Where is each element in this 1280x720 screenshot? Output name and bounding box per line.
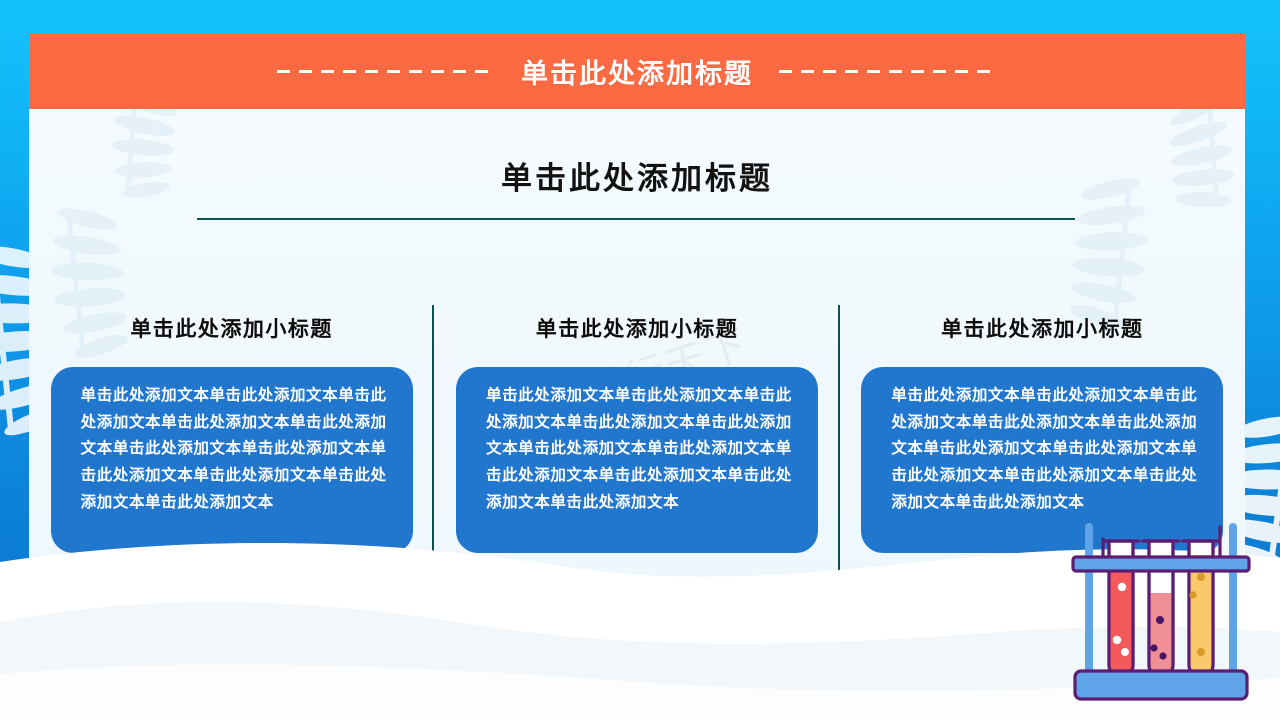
column-heading: 单击此处添加小标题	[130, 318, 333, 341]
header-bar: 单击此处添加标题	[29, 33, 1245, 109]
header-title: 单击此处添加标题	[521, 58, 753, 89]
column-1: 单击此处添加小标题 单击此处添加文本单击此处添加文本单击此处添加文本单击此处添加…	[29, 283, 435, 573]
column-heading: 单击此处添加小标题	[941, 318, 1144, 341]
column-heading: 单击此处添加小标题	[535, 318, 739, 341]
column-3: 单击此处添加小标题 单击此处添加文本单击此处添加文本单击此处添加文本单击此处添加…	[840, 283, 1245, 573]
column-body-box[interactable]: 单击此处添加文本单击此处添加文本单击此处添加文本单击此处添加文本单击此处添加文本…	[455, 367, 818, 553]
column-2: 单击此处添加小标题 单击此处添加文本单击此处添加文本单击此处添加文本单击此处添加…	[434, 283, 840, 573]
dashed-rule-left-icon	[277, 69, 495, 73]
column-divider-1	[432, 305, 435, 570]
test-tube-rack-illustration	[1071, 523, 1251, 701]
column-body-box[interactable]: 单击此处添加文本单击此处添加文本单击此处添加文本单击此处添加文本单击此处添加文本…	[50, 367, 413, 553]
column-body-box[interactable]: 单击此处添加文本单击此处添加文本单击此处添加文本单击此处添加文本单击此处添加文本…	[861, 367, 1224, 553]
title-underline	[197, 218, 1075, 220]
column-divider-2	[837, 305, 840, 570]
dashed-rule-right-icon	[779, 69, 997, 73]
columns-container: 单击此处添加小标题 单击此处添加文本单击此处添加文本单击此处添加文本单击此处添加…	[29, 283, 1245, 573]
content-panel: 单击此处添加标题 单击此处添加标题 图行天下 单击此处添加小标题 单击此处添加文…	[29, 33, 1245, 627]
page-title: 单击此处添加标题	[501, 161, 773, 196]
bubble-decorations	[1112, 573, 1205, 660]
